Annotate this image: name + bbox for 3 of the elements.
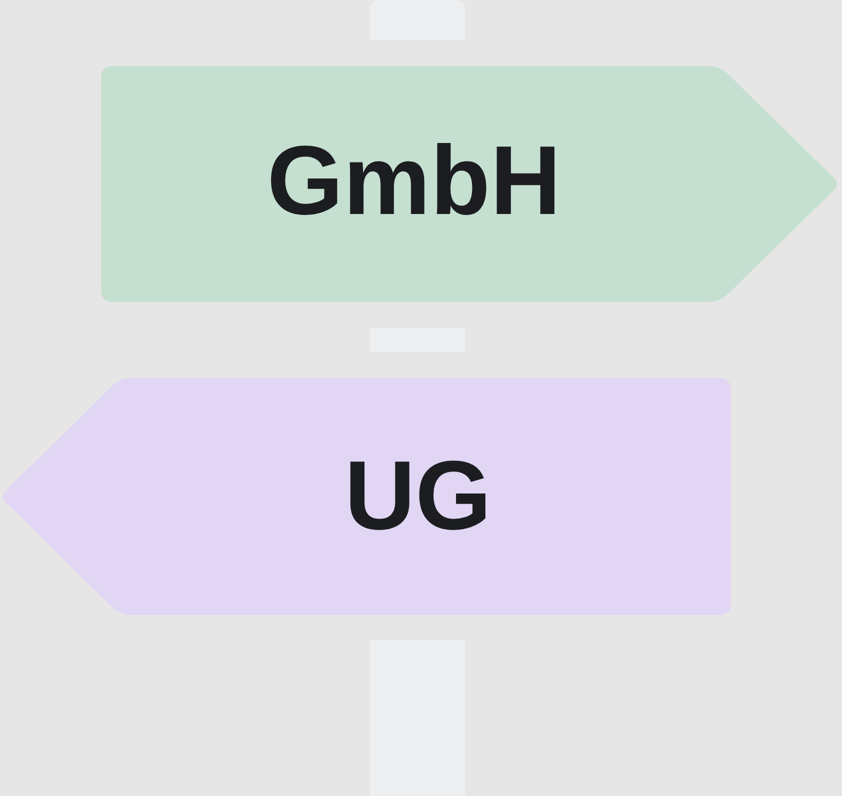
arrow-sign <box>101 66 840 302</box>
sign-label: GmbH <box>267 131 561 229</box>
sign-label: UG <box>344 446 492 544</box>
